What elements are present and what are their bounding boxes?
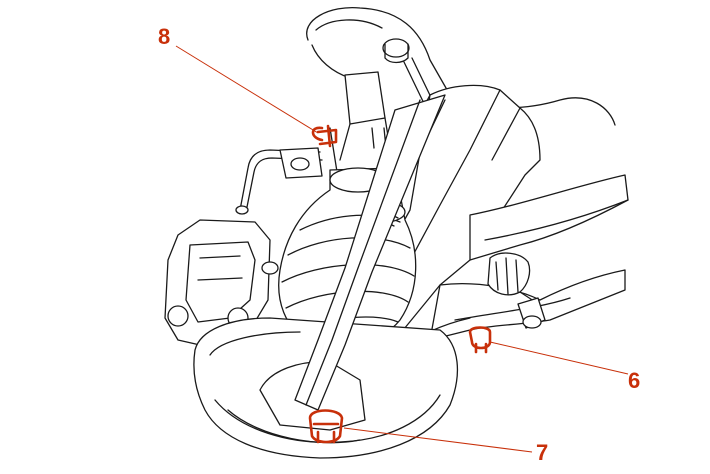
callout-label-8: 8: [158, 24, 170, 49]
callout-8: 8: [158, 24, 338, 148]
leader-line-8: [175, 45, 319, 134]
callout-label-6: 6: [628, 368, 640, 393]
callout-7: 7: [308, 409, 548, 465]
bolt-part-6: [468, 326, 492, 354]
hose-clip-part-8: [311, 124, 338, 148]
bushing: [487, 252, 546, 329]
brake-caliper: [164, 219, 279, 346]
brake-hose: [235, 147, 323, 215]
leader-line-6: [489, 341, 629, 375]
nut-part-7: [308, 409, 344, 444]
strut-assembly: [306, 6, 616, 179]
callout-6: 6: [468, 326, 640, 393]
leader-line-7: [343, 427, 533, 453]
callout-label-7: 7: [536, 440, 548, 465]
